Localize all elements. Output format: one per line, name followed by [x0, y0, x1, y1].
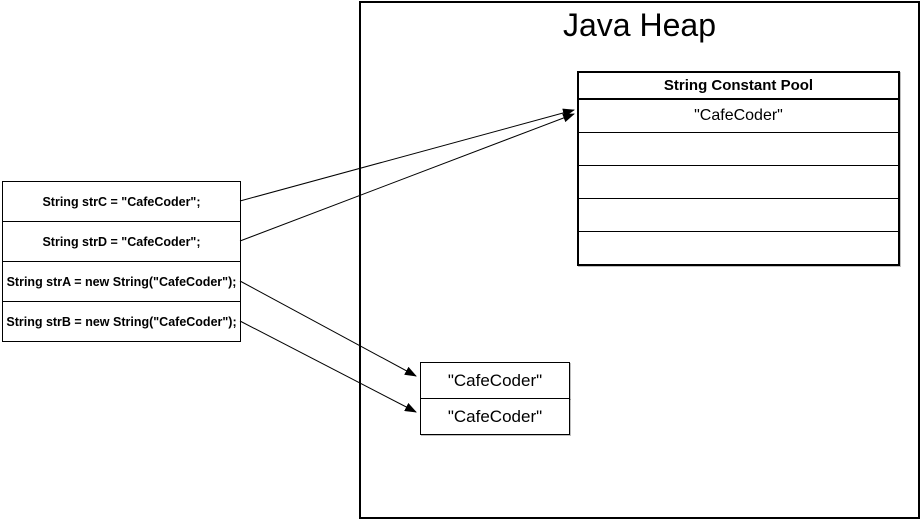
- heap-title: Java Heap: [563, 7, 716, 43]
- pool-row-empty: [579, 199, 898, 232]
- pool-row-cafecoder: "CafeCoder": [579, 100, 898, 133]
- pool-row-empty: [579, 232, 898, 264]
- statement-strD: String strD = "CafeCoder";: [2, 221, 241, 262]
- pool-row-empty: [579, 133, 898, 166]
- code-statements: String strC = "CafeCoder"; String strD =…: [2, 181, 241, 342]
- statement-strB: String strB = new String("CafeCoder");: [2, 301, 241, 342]
- heap-object-2: "CafeCoder": [420, 398, 570, 435]
- string-constant-pool: String Constant Pool "CafeCoder": [577, 71, 900, 266]
- statement-strA: String strA = new String("CafeCoder");: [2, 261, 241, 302]
- heap-object-1: "CafeCoder": [420, 362, 570, 399]
- heap-string-objects: "CafeCoder" "CafeCoder": [420, 362, 570, 435]
- statement-strC: String strC = "CafeCoder";: [2, 181, 241, 222]
- pool-header: String Constant Pool: [579, 73, 898, 100]
- pool-row-empty: [579, 166, 898, 199]
